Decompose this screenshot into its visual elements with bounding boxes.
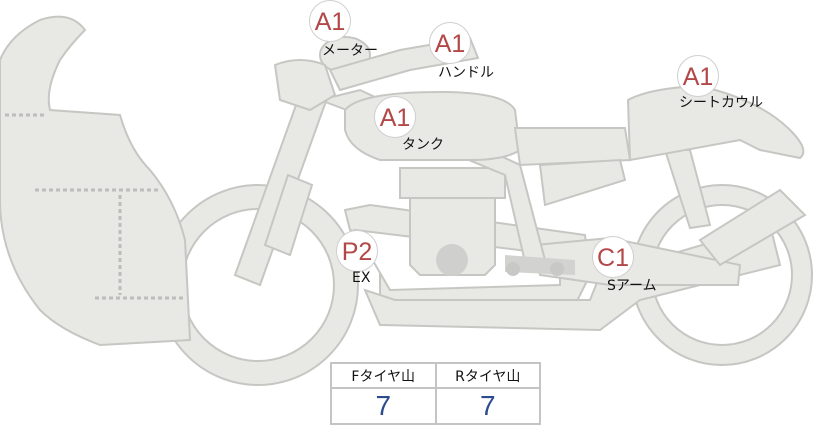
tire-tread-table: Fタイヤ山 Rタイヤ山 7 7 (330, 362, 541, 425)
front-tire-value: 7 (330, 387, 437, 425)
tank-grade-badge: A1 (374, 96, 416, 138)
exhaust-label: EX (352, 270, 371, 286)
exhaust-grade-badge: P2 (336, 230, 378, 272)
front-fairing (0, 15, 192, 347)
engine-block (409, 197, 496, 276)
handlebar-label: ハンドル (438, 65, 494, 81)
seat (513, 127, 632, 167)
rear-tire-value: 7 (434, 387, 541, 425)
exhaust (363, 223, 782, 332)
handlebar-grade-badge: A1 (429, 22, 471, 64)
meter-label: メーター (322, 43, 378, 59)
tank-label: タンク (402, 137, 444, 153)
seat-cowl-label: シートカウル (679, 95, 763, 111)
rear-tire-header: Rタイヤ山 (434, 362, 541, 389)
swing-arm-grade-badge: C1 (592, 236, 634, 278)
seat-cowl-grade-badge: A1 (677, 55, 719, 97)
seat-cowl (626, 84, 805, 162)
engine-head (399, 167, 506, 199)
meter-grade-badge: A1 (309, 0, 351, 42)
front-tire-header: Fタイヤ山 (330, 362, 437, 389)
swing-arm-label: Sアーム (607, 278, 657, 294)
